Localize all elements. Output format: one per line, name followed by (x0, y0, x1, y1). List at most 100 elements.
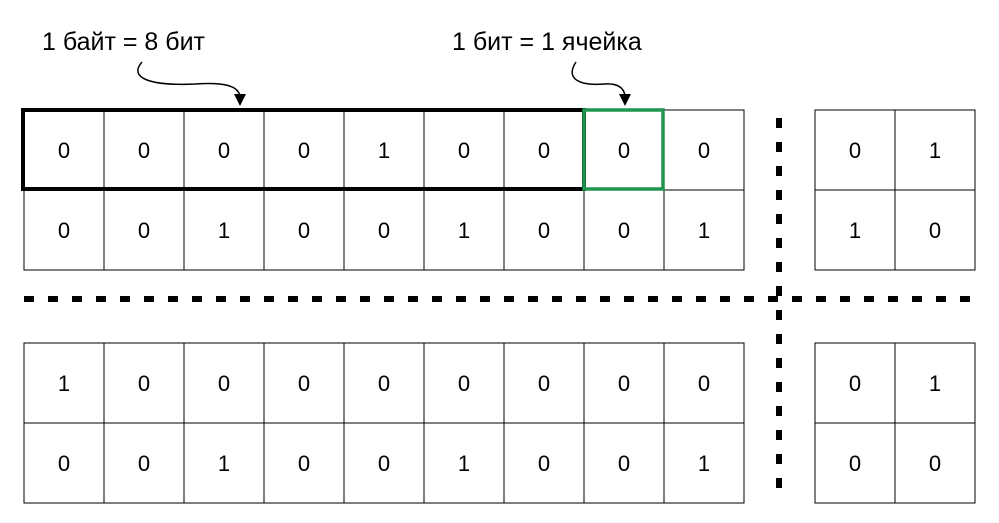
byte-arrowhead-icon (234, 94, 246, 106)
memory-cell (263, 189, 345, 271)
memory-cell (663, 422, 745, 504)
memory-cell (23, 189, 105, 271)
memory-cell (814, 109, 896, 191)
memory-cell (583, 189, 665, 271)
bit-value: 1 (458, 218, 470, 243)
separator-dot (776, 142, 782, 152)
memory-cell (423, 422, 505, 504)
memory-cell (23, 109, 105, 191)
separator-dot (600, 296, 610, 302)
separator-dot (776, 358, 782, 368)
memory-cell (894, 189, 976, 271)
separator-dot (776, 286, 782, 296)
bit-value: 0 (218, 371, 230, 396)
bit-value: 0 (618, 138, 630, 163)
separator-dot (408, 296, 418, 302)
memory-cell (343, 189, 425, 271)
bit-value: 1 (58, 371, 70, 396)
memory-cell (814, 422, 896, 504)
memory-cell (423, 342, 505, 424)
byte-annotation-label: 1 байт = 8 бит (42, 28, 206, 56)
separator-dot (696, 296, 706, 302)
separator-dot (360, 296, 370, 302)
separator-dot (120, 296, 130, 302)
bit-value: 0 (138, 218, 150, 243)
separator-dot (776, 238, 782, 248)
memory-cell (583, 342, 665, 424)
memory-cell (23, 342, 105, 424)
memory-cell (503, 422, 585, 504)
separator-dot (624, 296, 634, 302)
bit-annotation-label: 1 бит = 1 ячейка (452, 28, 642, 56)
bit-value: 0 (298, 451, 310, 476)
separator-dot (776, 454, 782, 464)
separator-dot (776, 214, 782, 224)
separator-dot (776, 190, 782, 200)
separator-dot (264, 296, 274, 302)
bit-value: 1 (218, 218, 230, 243)
bit-value: 0 (618, 451, 630, 476)
memory-cell (663, 109, 745, 191)
bit-value: 0 (138, 451, 150, 476)
separator-dot (384, 296, 394, 302)
separator-dot (216, 296, 226, 302)
separator-dot (576, 296, 586, 302)
memory-cell (183, 109, 265, 191)
bit-value: 0 (378, 218, 390, 243)
separator-dot (456, 296, 466, 302)
bit-value: 0 (298, 218, 310, 243)
bit-value: 1 (458, 451, 470, 476)
memory-cell (894, 342, 976, 424)
bit-value: 0 (138, 138, 150, 163)
bit-value: 0 (58, 451, 70, 476)
bit-value: 1 (698, 451, 710, 476)
separator-dot (336, 296, 346, 302)
separator-dot (72, 296, 82, 302)
memory-cell (183, 189, 265, 271)
separator-dot (240, 296, 250, 302)
bit-value: 0 (218, 138, 230, 163)
bit-value: 0 (538, 451, 550, 476)
memory-cell (814, 189, 896, 271)
bit-value: 0 (538, 138, 550, 163)
memory-cell (183, 422, 265, 504)
bit-value: 0 (58, 218, 70, 243)
separator-dot (24, 296, 34, 302)
separator-dot (504, 296, 514, 302)
separator-dot (776, 382, 782, 392)
memory-cell (663, 189, 745, 271)
separator-dot (144, 296, 154, 302)
bit-value: 0 (138, 371, 150, 396)
separator-dot (288, 296, 298, 302)
bit-value: 0 (378, 451, 390, 476)
bit-value: 0 (929, 451, 941, 476)
memory-cell (894, 109, 976, 191)
bit-value: 0 (58, 138, 70, 163)
memory-cell (894, 422, 976, 504)
separator-dot (168, 296, 178, 302)
bit-value: 1 (698, 218, 710, 243)
separator-dot (960, 296, 970, 302)
separator-dot (480, 296, 490, 302)
memory-cell (263, 422, 345, 504)
bit-value: 0 (618, 218, 630, 243)
separator-dot (776, 166, 782, 176)
bit-value: 1 (378, 138, 390, 163)
memory-cell (814, 342, 896, 424)
separator-dot (528, 296, 538, 302)
memory-cell (503, 342, 585, 424)
separator-dot (776, 478, 782, 488)
memory-cell (663, 342, 745, 424)
memory-cell (583, 422, 665, 504)
separator-dot (776, 406, 782, 416)
bit-highlight-frame (582, 108, 665, 191)
bit-value: 0 (538, 371, 550, 396)
separator-dot (312, 296, 322, 302)
bit-value: 1 (849, 218, 861, 243)
separator-dot (776, 334, 782, 344)
bit-value: 0 (458, 138, 470, 163)
